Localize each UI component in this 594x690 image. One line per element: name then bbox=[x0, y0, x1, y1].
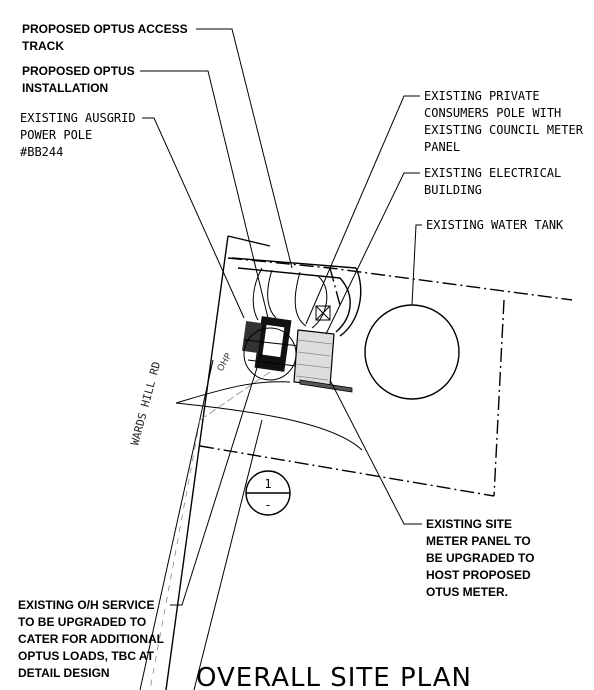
section-number: 1 bbox=[264, 477, 271, 491]
drawing-title: OVERALL SITE PLAN bbox=[196, 663, 472, 690]
svg-text:EXISTING COUNCIL METER: EXISTING COUNCIL METER bbox=[424, 123, 584, 137]
svg-text:CATER FOR ADDITIONAL: CATER FOR ADDITIONAL bbox=[18, 632, 164, 646]
callout-electrical-building: EXISTING ELECTRICAL BUILDING bbox=[424, 166, 561, 197]
svg-text:BE UPGRADED TO: BE UPGRADED TO bbox=[426, 551, 534, 565]
callout-installation: PROPOSED OPTUS INSTALLATION bbox=[22, 64, 135, 95]
property-boundary bbox=[199, 257, 573, 497]
svg-text:CONSUMERS POLE WITH: CONSUMERS POLE WITH bbox=[424, 106, 561, 120]
leader-lines bbox=[140, 28, 422, 606]
svg-text:OPTUS LOADS, TBC AT: OPTUS LOADS, TBC AT bbox=[18, 649, 155, 663]
callout-ausgrid-pole: EXISTING AUSGRID POWER POLE #BB244 bbox=[20, 111, 136, 159]
svg-text:PROPOSED OPTUS: PROPOSED OPTUS bbox=[22, 64, 135, 78]
ohp-label: OHP bbox=[216, 351, 235, 373]
callout-water-tank: EXISTING WATER TANK bbox=[426, 218, 564, 232]
callout-site-meter: EXISTING SITE METER PANEL TO BE UPGRADED… bbox=[426, 517, 534, 599]
svg-text:POWER POLE: POWER POLE bbox=[20, 128, 92, 142]
svg-text:DETAIL DESIGN: DETAIL DESIGN bbox=[18, 666, 110, 680]
svg-text:TO BE UPGRADED TO: TO BE UPGRADED TO bbox=[18, 615, 146, 629]
road-name-label: WARDS HILL RD bbox=[128, 360, 163, 447]
callout-access-track: PROPOSED OPTUS ACCESS TRACK bbox=[22, 22, 188, 53]
svg-text:#BB244: #BB244 bbox=[20, 145, 63, 159]
svg-text:OTUS METER.: OTUS METER. bbox=[426, 585, 508, 599]
svg-text:EXISTING WATER TANK: EXISTING WATER TANK bbox=[426, 218, 564, 232]
svg-text:BUILDING: BUILDING bbox=[424, 183, 482, 197]
overhead-power-line bbox=[199, 371, 271, 421]
section-sub: - bbox=[264, 498, 271, 512]
svg-text:PROPOSED OPTUS ACCESS: PROPOSED OPTUS ACCESS bbox=[22, 22, 188, 36]
water-tank bbox=[364, 304, 460, 400]
callout-oh-service: EXISTING O/H SERVICE TO BE UPGRADED TO C… bbox=[18, 598, 164, 680]
callout-private-pole: EXISTING PRIVATE CONSUMERS POLE WITH EXI… bbox=[424, 89, 584, 154]
svg-text:PANEL: PANEL bbox=[424, 140, 460, 154]
svg-text:TRACK: TRACK bbox=[22, 39, 64, 53]
road: WARDS HILL RD bbox=[128, 235, 363, 690]
svg-text:EXISTING O/H SERVICE: EXISTING O/H SERVICE bbox=[18, 598, 154, 612]
svg-text:EXISTING ELECTRICAL: EXISTING ELECTRICAL bbox=[424, 166, 561, 180]
svg-text:EXISTING PRIVATE: EXISTING PRIVATE bbox=[424, 89, 540, 103]
section-marker: 1 - bbox=[245, 470, 291, 516]
svg-text:EXISTING AUSGRID: EXISTING AUSGRID bbox=[20, 111, 136, 125]
svg-text:HOST PROPOSED: HOST PROPOSED bbox=[426, 568, 531, 582]
svg-text:METER PANEL TO: METER PANEL TO bbox=[426, 534, 531, 548]
svg-text:EXISTING SITE: EXISTING SITE bbox=[426, 517, 512, 531]
electrical-building bbox=[293, 329, 353, 393]
optus-compound bbox=[231, 257, 362, 381]
svg-text:INSTALLATION: INSTALLATION bbox=[22, 81, 108, 95]
